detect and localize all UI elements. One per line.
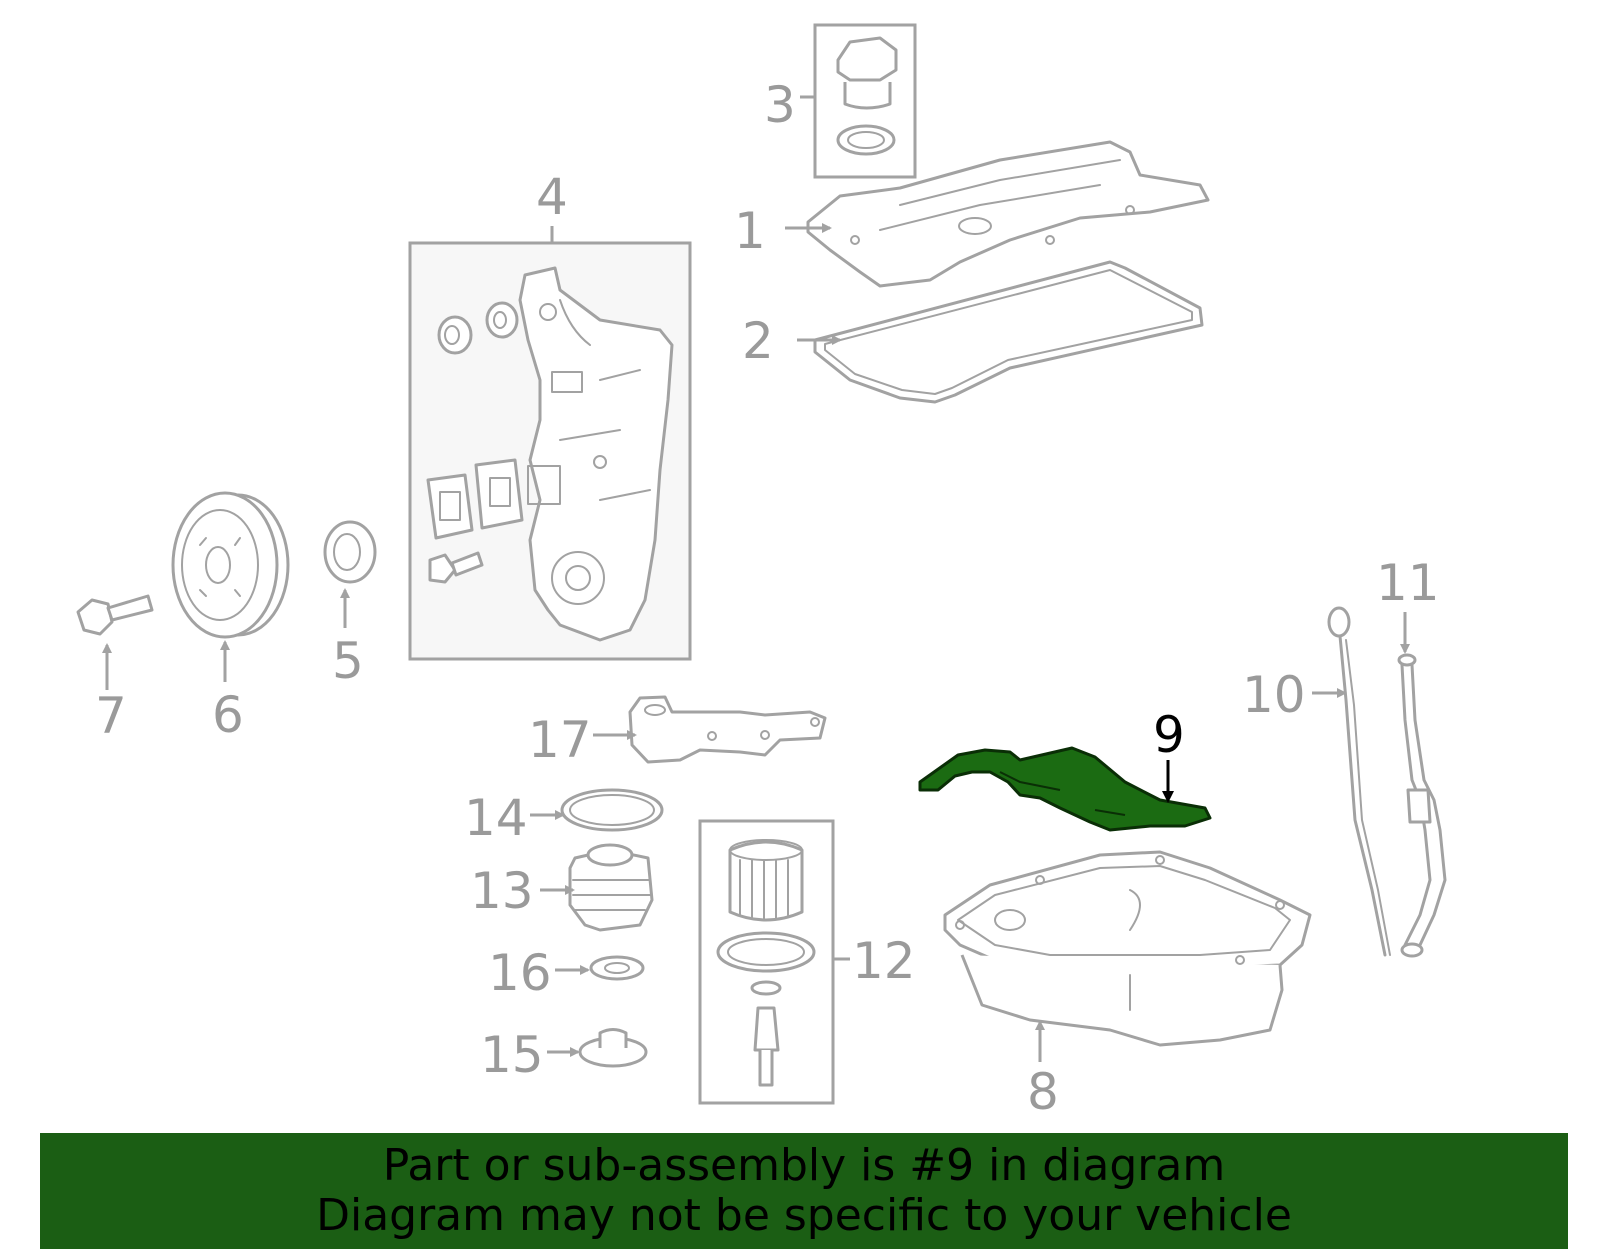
part-13-oil-filter-cap [568,843,654,932]
callout-16: 16 [488,944,552,1002]
part-9-oil-pan-baffle [918,746,1212,832]
callout-14: 14 [464,789,528,847]
part-7-crankshaft-bolt [76,594,154,636]
part-8-oil-pan [943,850,1312,1047]
part-5-front-seal [323,520,377,584]
callout-9: 9 [1153,706,1185,764]
callout-8: 8 [1027,1063,1059,1121]
part-6-crankshaft-pulley [171,491,290,639]
part-15-drain-plug [578,1028,648,1068]
callout-15: 15 [480,1026,544,1084]
part-4-timing-cover-assembly [408,241,692,661]
callout-12: 12 [852,932,916,990]
callout-13: 13 [470,862,534,920]
part-10-oil-dipstick [1327,606,1391,957]
callout-11: 11 [1376,554,1440,612]
banner-line-1: Part or sub-assembly is #9 in diagram [382,1140,1226,1191]
part-1-valve-cover [806,140,1210,288]
callout-7: 7 [95,687,127,745]
callout-6: 6 [212,686,244,744]
callout-10: 10 [1242,666,1306,724]
callout-17: 17 [528,711,592,769]
part-11-dipstick-tube [1397,653,1447,958]
callout-2: 2 [742,312,774,370]
banner-line-2: Diagram may not be specific to your vehi… [316,1190,1292,1241]
callout-1: 1 [734,202,766,260]
part-14-o-ring [560,788,664,832]
callout-labels: 1 2 3 4 5 6 7 8 9 10 11 12 13 14 15 16 1… [95,76,1440,1121]
part-16-drain-washer [589,955,645,981]
info-banner: Part or sub-assembly is #9 in diagram Di… [40,1133,1568,1249]
part-12-oil-filter-kit [698,819,835,1105]
part-3-oil-filler-cap [813,23,917,179]
part-17-oil-strainer [628,695,827,764]
callout-5: 5 [332,632,364,690]
callout-4: 4 [536,168,568,226]
part-2-valve-cover-gasket [813,260,1204,404]
callout-leaders [102,95,1410,1062]
callout-3: 3 [764,76,796,134]
